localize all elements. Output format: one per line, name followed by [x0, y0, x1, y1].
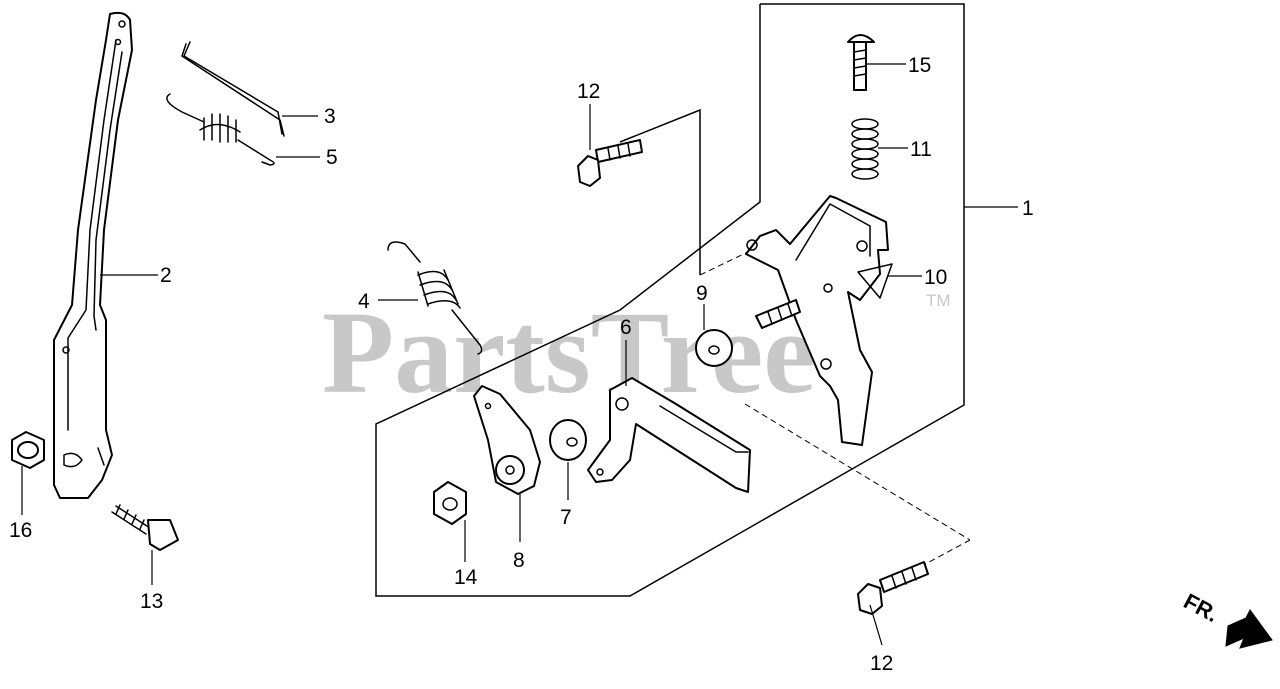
label-part-6: 6: [620, 316, 632, 339]
trademark-mark: TM: [926, 291, 951, 310]
label-part-12-bottom: 12: [870, 652, 893, 675]
part-16-nut: [11, 431, 45, 469]
label-part-1: 1: [1022, 197, 1034, 220]
part-11-spring: [851, 118, 879, 180]
part-3-rod: [181, 41, 285, 137]
label-part-9: 9: [696, 282, 708, 305]
part-5-spring: [166, 93, 275, 166]
alignment-lines: [699, 249, 971, 569]
watermark: PartsTree: [322, 287, 816, 418]
part-14-nut: [433, 481, 467, 525]
leader-lines: [21, 63, 1018, 646]
label-part-16: 16: [9, 519, 32, 542]
part-8-plate: [473, 385, 541, 495]
part-2-lever-arm: [53, 11, 133, 499]
label-part-15: 15: [908, 54, 931, 77]
label-part-4: 4: [358, 290, 370, 313]
part-6-arm: [587, 377, 751, 493]
part-13-bolt: [111, 504, 179, 551]
label-part-2: 2: [160, 264, 172, 287]
label-part-7: 7: [560, 506, 572, 529]
part-4-spring: [387, 241, 483, 355]
assembly-frame: [375, 3, 965, 597]
part-7-washer: [549, 419, 587, 461]
front-arrow-icon: [1225, 609, 1273, 649]
label-part-11: 11: [910, 138, 932, 161]
label-part-14: 14: [454, 566, 478, 589]
label-part-13: 13: [140, 590, 163, 613]
front-direction-indicator: FR.: [1180, 588, 1273, 649]
front-label: FR.: [1180, 588, 1223, 627]
part-12-top-bolt: [577, 139, 643, 187]
part-10-bracket: [745, 195, 893, 446]
part-labels: 1 2 3 4 5 6 7 8 9 10 11 12 12 13 14 15 1…: [9, 54, 1034, 675]
label-part-3: 3: [324, 105, 336, 128]
part-12-bottom-bolt: [857, 561, 929, 615]
label-part-10: 10: [924, 266, 947, 289]
stud-pin: [755, 299, 801, 329]
part-9-washer: [695, 329, 733, 367]
label-part-5: 5: [326, 146, 338, 169]
part-15-screw: [847, 34, 875, 91]
label-part-8: 8: [513, 549, 525, 572]
label-part-12-top: 12: [577, 80, 600, 103]
